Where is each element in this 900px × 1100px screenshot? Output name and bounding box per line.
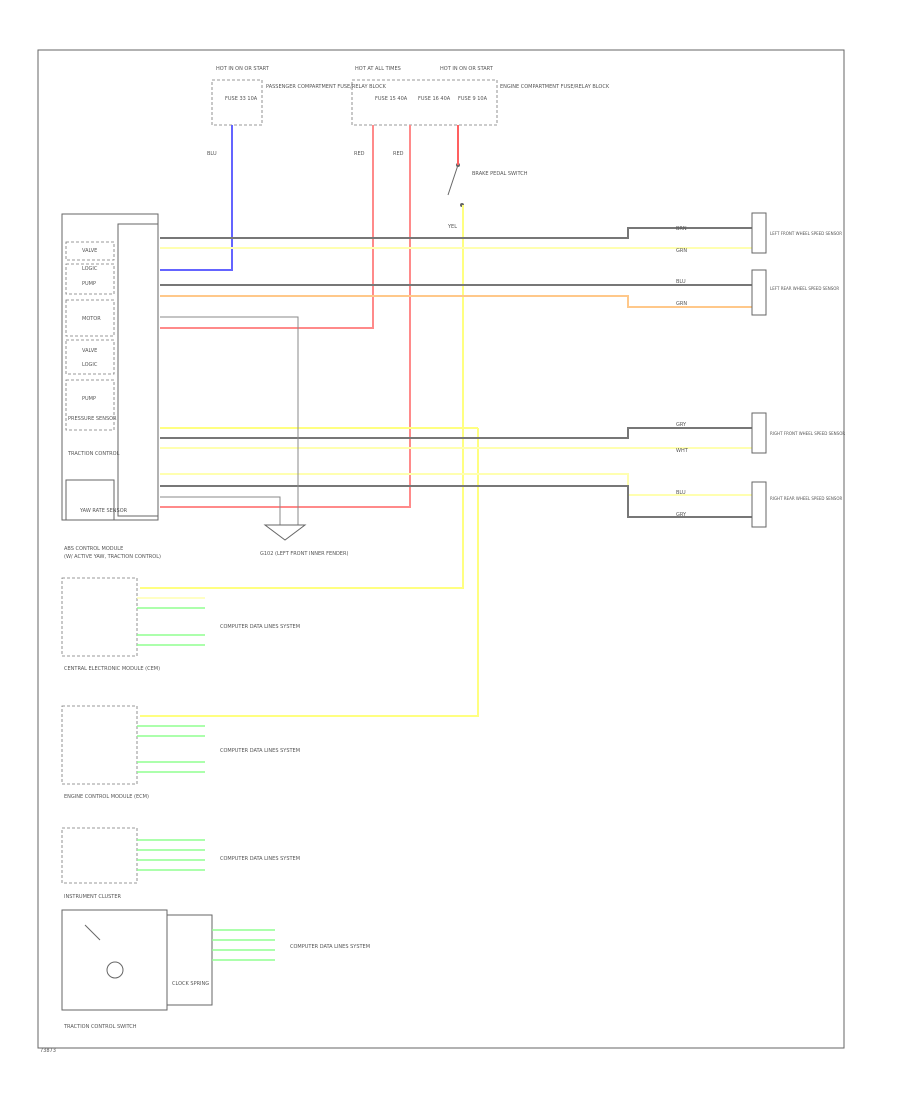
abs-int-0: VALVE	[82, 248, 97, 254]
brake-pedal-switch: BRAKE PEDAL SWITCH	[447, 163, 528, 207]
abs-int-5: LOGIC	[82, 362, 98, 368]
fuse-right-title: HOT IN ON OR START	[440, 66, 494, 72]
cem-ref: COMPUTER DATA LINES SYSTEM	[220, 624, 300, 630]
cem-name: CENTRAL ELECTRONIC MODULE (CEM)	[64, 666, 160, 672]
abs-int-6: PUMP	[82, 396, 96, 402]
wire-red-feed-1	[160, 125, 374, 329]
wire-yellow-brake	[140, 205, 464, 589]
wire-red-label-2: RED	[393, 151, 404, 157]
tcs-ref: COMPUTER DATA LINES SYSTEM	[290, 944, 370, 950]
wire-rf-1	[160, 427, 760, 439]
wheel-sensor-lr: BLU GRN LEFT REAR WHEEL SPEED SENSOR	[676, 269, 839, 316]
abs-control-module: VALVE LOGIC PUMP MOTOR VALVE LOGIC PUMP …	[61, 213, 161, 560]
fuse-mid-title: HOT AT ALL TIMES	[355, 66, 401, 72]
wheel-sensor-lf: BRN GRN LEFT FRONT WHEEL SPEED SENSOR	[676, 212, 842, 254]
fuse-box-right: HOT IN ON OR START FUSE 9 10A	[440, 66, 494, 102]
rr-wire1: BLU	[676, 490, 686, 496]
abs-int-1: LOGIC	[82, 266, 98, 272]
wire-lf-1	[160, 227, 760, 239]
abs-int-8: TRACTION CONTROL	[67, 451, 120, 457]
abs-int-7: PRESSURE SENSOR	[68, 416, 117, 422]
lf-name: LEFT FRONT WHEEL SPEED SENSOR	[770, 231, 842, 236]
ground-label: G102 (LEFT FRONT INNER FENDER)	[260, 551, 348, 557]
lr-wire1: BLU	[676, 279, 686, 285]
ground-g102: G102 (LEFT FRONT INNER FENDER)	[260, 524, 348, 557]
cluster-ref: COMPUTER DATA LINES SYSTEM	[220, 856, 300, 862]
fuse-mid-a: FUSE 15 40A	[375, 96, 408, 102]
tcs-name: TRACTION CONTROL SWITCH	[63, 1024, 137, 1030]
brake-switch-label: BRAKE PEDAL SWITCH	[472, 171, 528, 177]
wire-rr-2	[160, 485, 760, 518]
rr-name: RIGHT REAR WHEEL SPEED SENSOR	[770, 496, 842, 501]
wire-blu-label: BLU	[207, 151, 217, 157]
abs-module-title: ABS CONTROL MODULE	[64, 546, 123, 552]
lf-wire1: BRN	[676, 226, 687, 232]
fuse-box-mid: HOT AT ALL TIMES FUSE 15 40A FUSE 16 40A…	[351, 66, 610, 126]
fuse-left-title: HOT IN ON OR START	[216, 66, 270, 72]
fuse-left-label: FUSE 33 10A	[225, 96, 258, 102]
wire-red-label-1: RED	[354, 151, 365, 157]
ecm-ref: COMPUTER DATA LINES SYSTEM	[220, 748, 300, 754]
ecm-name: ENGINE CONTROL MODULE (ECM)	[64, 794, 149, 800]
tcs-aux: CLOCK SPRING	[172, 981, 209, 987]
abs-int-4: VALVE	[82, 348, 97, 354]
ecm-module: COMPUTER DATA LINES SYSTEM ENGINE CONTRO…	[61, 705, 300, 800]
footer-code: 73873	[40, 1048, 56, 1054]
rr-wire2: GRY	[676, 512, 687, 518]
abs-int-3: MOTOR	[82, 316, 101, 322]
wheel-sensor-rr: BLU GRY RIGHT REAR WHEEL SPEED SENSOR	[676, 481, 842, 528]
wheel-sensor-rf: GRY WHT RIGHT FRONT WHEEL SPEED SENSOR	[676, 412, 845, 454]
fuse-mid-b: FUSE 16 40A	[418, 96, 451, 102]
fuse-box-left: HOT IN ON OR START FUSE 33 10A PASSENGER…	[211, 66, 387, 126]
traction-control-switch: COMPUTER DATA LINES SYSTEM CLOCK SPRING …	[61, 909, 370, 1030]
lr-wire2: GRN	[676, 301, 687, 307]
lf-wire2: GRN	[676, 248, 687, 254]
abs-int-2: PUMP	[82, 281, 96, 287]
fuse-left-desc: PASSENGER COMPARTMENT FUSE/RELAY BLOCK	[266, 84, 387, 90]
fuse-mid-desc: ENGINE COMPARTMENT FUSE/RELAY BLOCK	[500, 84, 610, 90]
wire-ground	[160, 316, 299, 525]
rf-wire1: GRY	[676, 422, 687, 428]
wire-yel-label: YEL	[447, 224, 457, 230]
yaw-sensor-label: YAW RATE SENSOR	[79, 508, 128, 514]
abs-module-sub: (W/ ACTIVE YAW, TRACTION CONTROL)	[64, 554, 161, 560]
wire-lr-2	[160, 295, 760, 308]
lr-name: LEFT REAR WHEEL SPEED SENSOR	[770, 286, 839, 291]
wire-rr-1	[160, 473, 760, 496]
wire-yellow-ecm	[140, 428, 479, 717]
rf-name: RIGHT FRONT WHEEL SPEED SENSOR	[770, 431, 845, 436]
cluster-name: INSTRUMENT CLUSTER	[64, 894, 122, 900]
cem-module: COMPUTER DATA LINES SYSTEM CENTRAL ELECT…	[61, 577, 300, 672]
wire-blue-feed	[160, 125, 233, 271]
rf-wire2: WHT	[676, 448, 689, 454]
instrument-cluster: COMPUTER DATA LINES SYSTEM INSTRUMENT CL…	[61, 827, 300, 900]
diagram-border	[37, 49, 845, 1049]
fuse-right-label: FUSE 9 10A	[458, 96, 488, 102]
wire-red-feed-2	[160, 125, 411, 508]
